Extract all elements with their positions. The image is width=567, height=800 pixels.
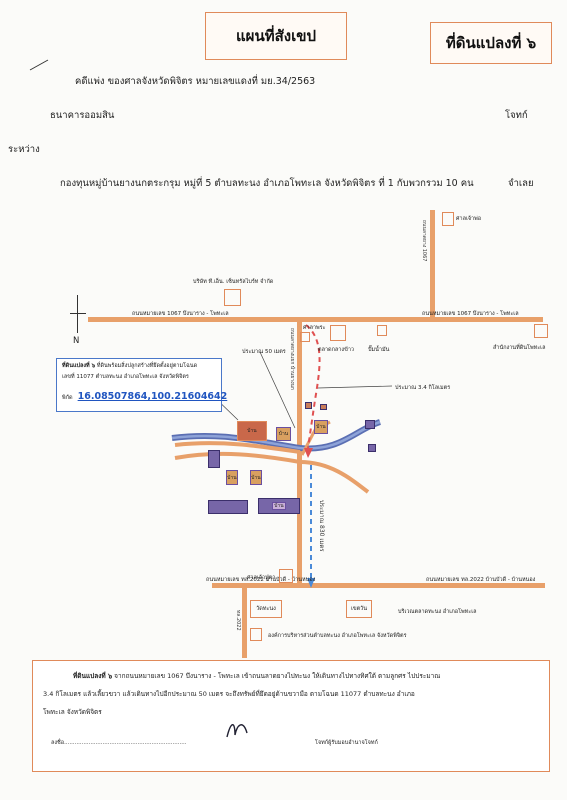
company-box	[224, 289, 241, 306]
route-text2: 3.4 กิโลเมตร แล้วเลี้ยวขวา แล้วเดินทางไป…	[43, 690, 415, 698]
building-2	[208, 500, 248, 514]
plaintiff: ธนาคารออมสิน	[50, 110, 115, 121]
defendant: กองทุนหมู่บ้านยางนกตระกรุม หมู่ที่ 5 ตำบ…	[60, 178, 474, 189]
route-arrow	[305, 324, 321, 449]
map-area: N ศาลเจ้าพ่อ ถนนลาดยาง 1067 บริษัท ที.เอ…	[0, 200, 567, 660]
house-6: บ้าน	[272, 502, 286, 510]
pen-mark	[29, 59, 49, 71]
building-small-3	[368, 444, 376, 452]
route-blue-arrowhead	[307, 578, 315, 588]
north-arrow	[70, 295, 86, 335]
sala-box	[300, 332, 310, 342]
plot-info-desc2: เลขที่ 11077 ตำบลทะนง อำเภอโพทะเล จังหวั…	[62, 374, 189, 380]
route-lead: ที่ดินแปลงที่ ๖	[73, 672, 113, 680]
shrine-bottom-label: ศาลเจ้าปู่ตา	[247, 575, 276, 581]
side-road-top-label: ถนนลาดยาง 1067	[421, 220, 427, 262]
case-line: คดีแพ่ง ของศาลจังหวัดพิจิตร หมายเลขแดงที…	[75, 76, 316, 87]
road-south	[242, 586, 247, 658]
sign-right: โจทก์ผู้รับมอบอำนาจโจทก์	[315, 740, 378, 746]
house-5: บ้าน	[250, 470, 262, 485]
shrine-top-box	[442, 212, 454, 226]
plot-info-desc1: ที่ดินพร้อมสิ่งปลูกสร้างที่ยึดตั้งอยู่ตา…	[96, 363, 198, 369]
tao-box	[250, 628, 262, 641]
plot-info-coord[interactable]: 16.08507864,100.21604642	[77, 391, 228, 402]
road-curve-right	[299, 460, 370, 494]
plot-info-coord-row: พิกัด 16.08507864,100.21604642	[62, 384, 227, 403]
distance-830m: ประมาณ 830 เมตร	[318, 500, 325, 552]
temple-box: วัดทะนง	[250, 600, 282, 618]
distance-3-4km: ประมาณ 3.4 กิโลเมตร	[395, 385, 451, 391]
defendant-role: จำเลย	[508, 178, 534, 189]
temple-label: วัดทะนง	[256, 606, 276, 612]
road-curve-left	[174, 451, 301, 464]
side-road-vertical-label: ถนนลาดยางแยก บ้านยางนก	[289, 328, 295, 390]
route-arrowhead	[304, 448, 313, 458]
road-top-right-label: ถนนหมายเลข 1067 บึงนาราง - โพทะเล	[422, 311, 519, 317]
river-inner	[171, 420, 381, 450]
tao-label: องค์การบริหารส่วนตำบลทะนง อำเภอโพทะเล จั…	[268, 633, 407, 639]
shrine-bottom-box	[279, 569, 293, 583]
sign-left: ลงชื่อ..................................…	[51, 740, 187, 746]
distance-50m: ประมาณ 50 เมตร	[242, 349, 286, 355]
land-office-box	[534, 324, 548, 338]
map-river-svg	[171, 324, 393, 588]
road-1067	[88, 317, 543, 322]
road-bottom-mid-label: ถนนหมายเลข ทล.2022 บ้านบัวดี - บ้านหนอง	[206, 577, 316, 583]
shrine-top-label: ศาลเจ้าพ่อ	[456, 216, 482, 222]
road-2022	[212, 583, 545, 588]
plot-info-box: ที่ดินแปลงที่ ๖ ที่ดินพร้อมสิ่งปลูกสร้าง…	[56, 358, 227, 412]
building-small-4	[365, 420, 375, 429]
road-bottom-right-label: ถนนหมายเลข ทล.2022 บ้านบัวดี - บ้านหนอง	[426, 577, 536, 583]
plot-number-label: ที่ดินแปลงที่ ๖	[430, 22, 552, 64]
school-box: เขตวัน	[346, 600, 372, 618]
school-label: เขตวัน	[350, 606, 368, 612]
north-label: N	[73, 336, 80, 346]
subject-house-label: บ้าน	[247, 428, 257, 434]
road-north	[430, 210, 435, 320]
company-label: บริษัท ที.เอ็น. เซ็นทรัลไบร์ท จำกัด	[193, 279, 274, 285]
plot-info-coord-label: พิกัด	[62, 395, 73, 401]
road-curve-upper	[174, 441, 301, 454]
gas-station-label: ปั๊มน้ำมัน	[368, 347, 390, 353]
building-small-2	[320, 404, 327, 410]
land-office-label: สำนักงานที่ดินโพทะเล	[493, 345, 546, 351]
house-4: บ้าน	[226, 470, 238, 485]
sala-label: ศาลาพระ	[303, 325, 326, 331]
rice-market-label: ตลาดกลางข้าว	[318, 347, 355, 353]
route-text3: โพทะเล จังหวัดพิจิตร	[43, 708, 102, 716]
rice-market-box	[330, 325, 346, 341]
route-description-box: ที่ดินแปลงที่ ๖ จากถนนหมายเลข 1067 บึงนา…	[32, 660, 550, 772]
plot-info-line1: ที่ดินแปลงที่ ๖ ที่ดินพร้อมสิ่งปลูกสร้าง…	[62, 362, 216, 370]
route-line1: ที่ดินแปลงที่ ๖ จากถนนหมายเลข 1067 บึงนา…	[73, 671, 440, 681]
between-label: ระหว่าง	[8, 144, 40, 155]
market-bottom-label: บริเวณตลาดทะนง อำเภอโพทะเล	[398, 609, 477, 615]
map-title-text: แผนที่สังเขป	[236, 27, 316, 45]
plaintiff-role: โจทก์	[505, 110, 528, 121]
road-v-bottom-label: ทล.2022	[235, 610, 241, 631]
signature	[226, 724, 248, 738]
subject-house: บ้าน	[237, 421, 267, 441]
route-text1: จากถนนหมายเลข 1067 บึงนาราง - โพทะเล เข้…	[112, 672, 441, 680]
building-small-1	[305, 402, 312, 409]
plot-number-text: ที่ดินแปลงที่ ๖	[445, 34, 537, 52]
building-1	[208, 450, 220, 468]
plot-info-title: ที่ดินแปลงที่ ๖	[62, 363, 96, 369]
house-3: บ้าน	[314, 420, 328, 434]
map-title: แผนที่สังเขป	[205, 12, 347, 60]
gas-station-box	[377, 325, 387, 336]
house-2: บ้าน	[276, 427, 291, 441]
road-top-left-label: ถนนหมายเลข 1067 บึงนาราง - โพทะเล	[132, 311, 229, 317]
